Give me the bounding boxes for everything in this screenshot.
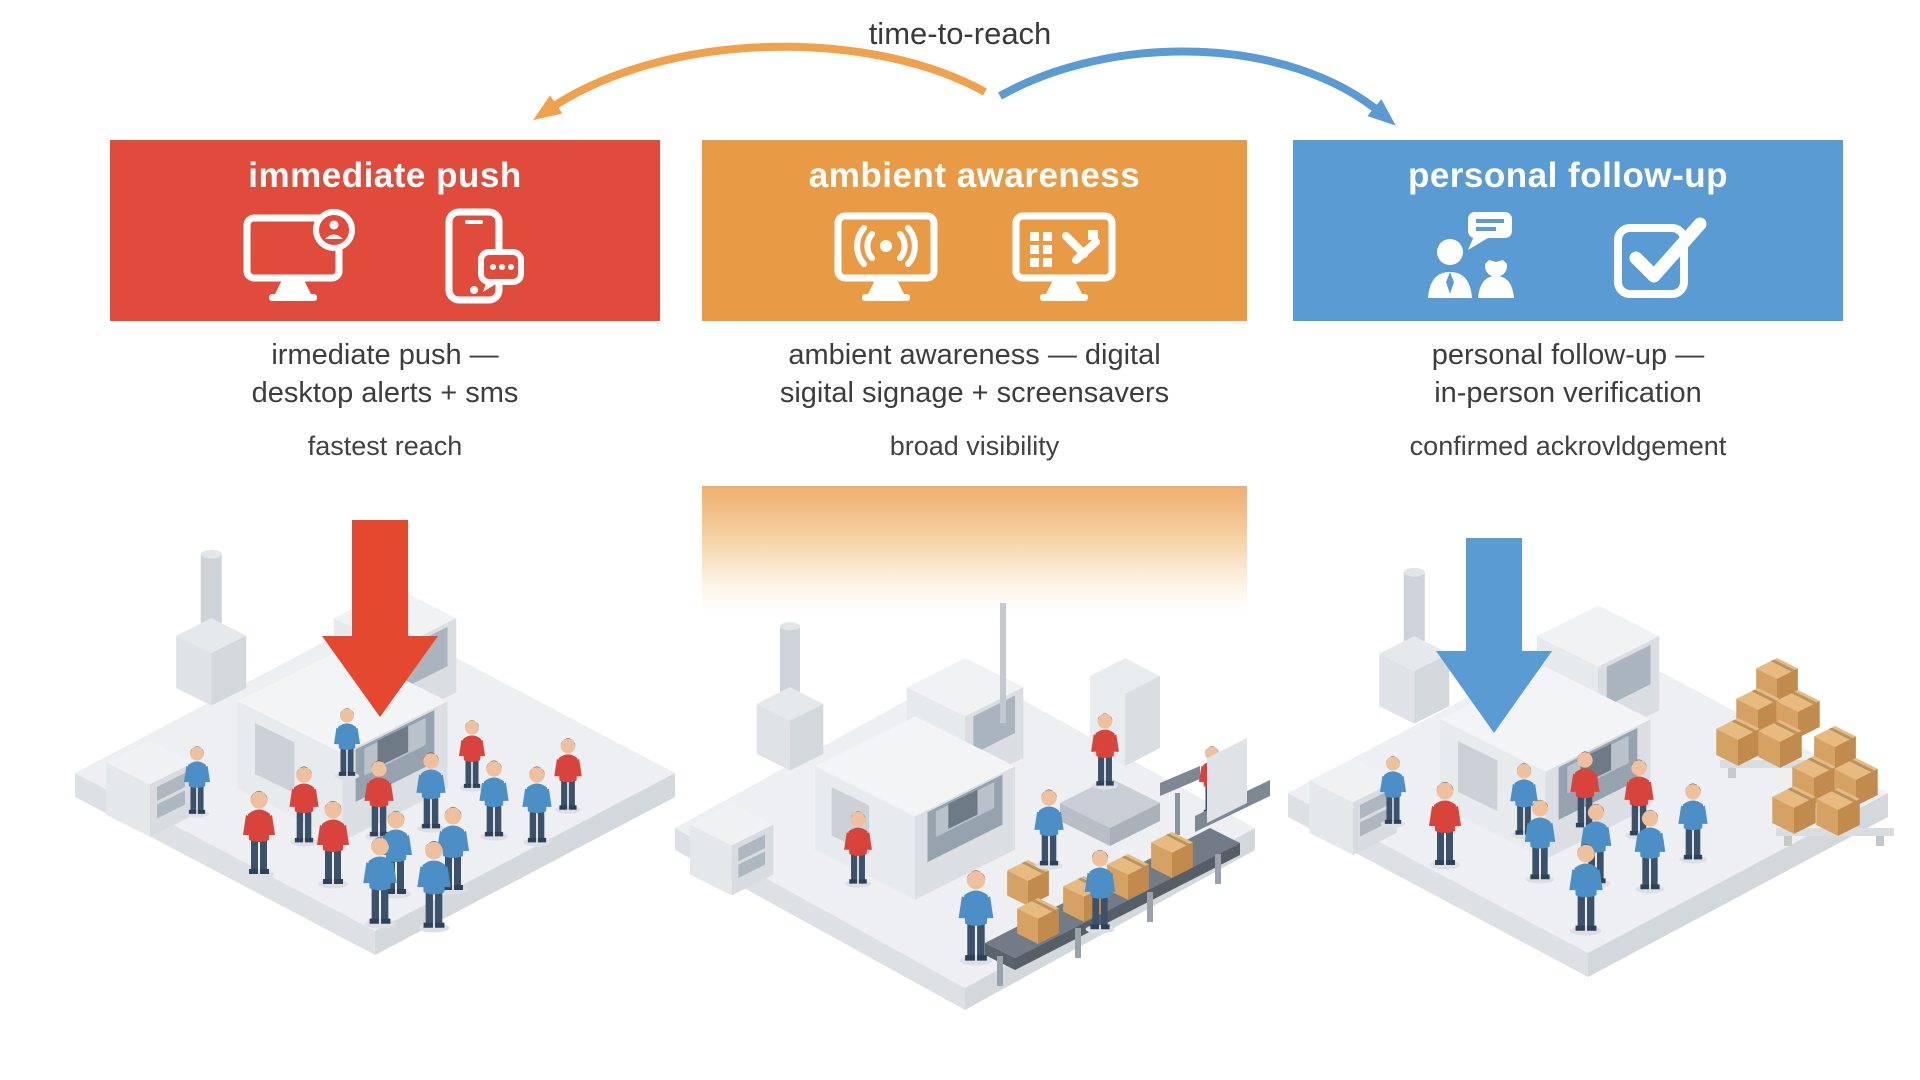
caption-line-2: sigital signage + screensavers xyxy=(779,377,1170,409)
ambient-awareness-title: ambient awareness xyxy=(808,156,1141,195)
immediate-push-caption: irmediate push — desktop alerts + sms fa… xyxy=(110,336,660,465)
orange-arc-to-immediate-push xyxy=(533,42,987,121)
people-conversation-icon xyxy=(1428,211,1514,298)
benefit-label: broad visibility xyxy=(889,431,1060,461)
immediate-push-header-box: immediate push xyxy=(110,140,660,321)
checkbox-check-icon xyxy=(1614,217,1707,298)
benefit-label: fastest reach xyxy=(307,431,463,461)
blue-arc-to-personal-follow-up xyxy=(998,47,1396,126)
caption-line-2: in-person verification xyxy=(1434,377,1702,409)
personal-follow-up-caption: personal follow-up — in-person verificat… xyxy=(1293,336,1843,465)
blue-down-arrow-icon xyxy=(1436,538,1552,733)
caption-line-1: irmediate push — xyxy=(271,339,499,371)
ambient-awareness-caption: ambient awareness — digital sigital sign… xyxy=(702,336,1247,465)
time-to-reach-label: time-to-reach xyxy=(868,16,1052,51)
time-to-reach-arcs xyxy=(533,42,1396,126)
phone-sms-icon xyxy=(445,208,524,303)
personal-follow-up-factory-scene xyxy=(1288,538,1894,977)
benefit-label: confirmed ackrovldgement xyxy=(1409,431,1727,461)
ambient-gradient-block xyxy=(702,486,1247,612)
caption-line-1: personal follow-up — xyxy=(1431,339,1705,371)
ambient-awareness-factory-scene xyxy=(675,603,1270,1010)
ambient-awareness-header-box: ambient awareness xyxy=(702,140,1247,321)
signage-broadcast-icon xyxy=(834,212,937,301)
desktop-alert-icon xyxy=(243,208,355,301)
immediate-push-title: immediate push xyxy=(248,156,522,195)
red-down-arrow-icon xyxy=(322,520,438,717)
caption-line-2: desktop alerts + sms xyxy=(251,377,519,409)
caption-line-1: ambient awareness — digital xyxy=(788,339,1161,371)
immediate-push-factory-scene xyxy=(75,520,675,955)
personal-follow-up-title: personal follow-up xyxy=(1407,156,1729,195)
pallet-boxes xyxy=(1716,658,1894,846)
screensaver-grid-icon xyxy=(1012,212,1115,301)
personal-follow-up-header-box: personal follow-up xyxy=(1293,140,1843,321)
